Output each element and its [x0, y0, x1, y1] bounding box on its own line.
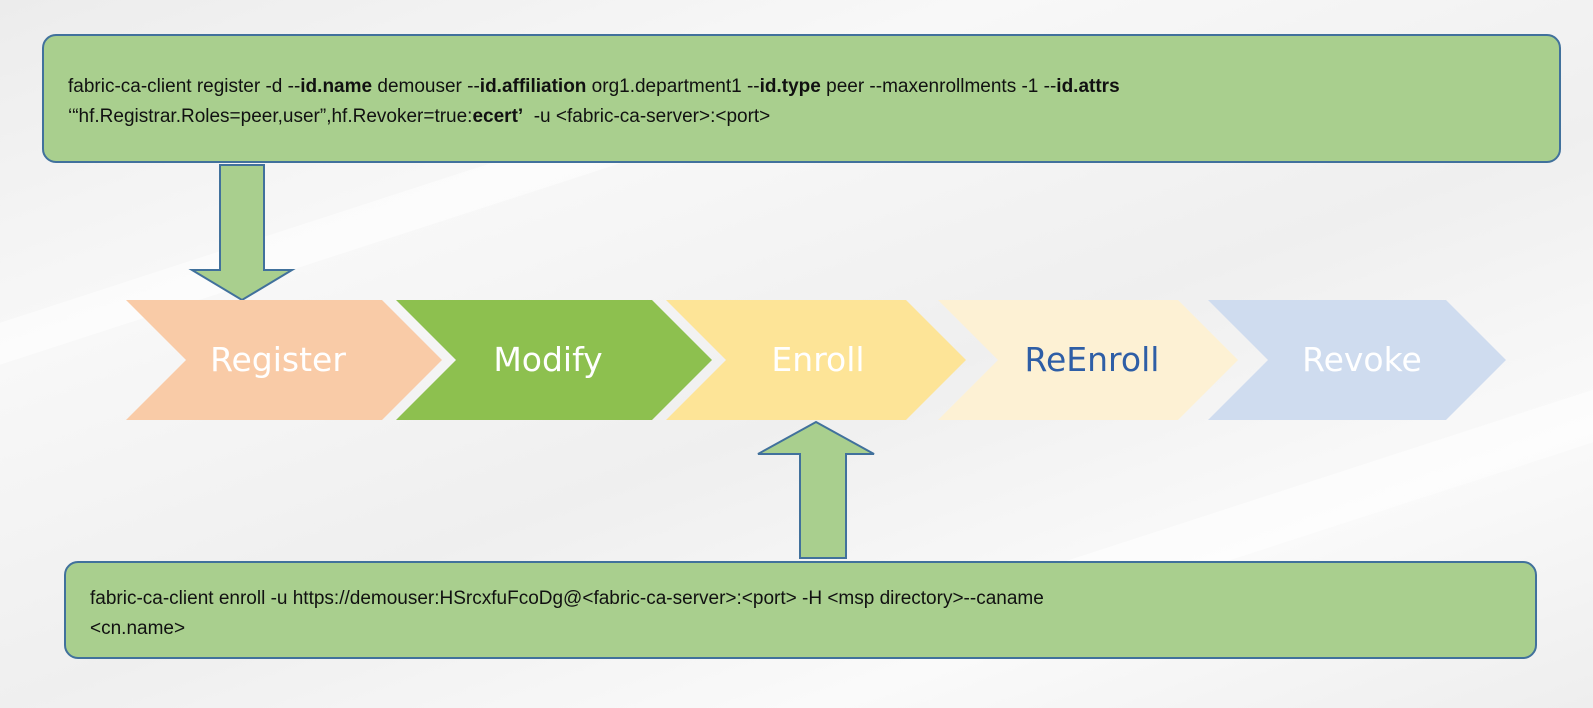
chevron-enroll	[666, 300, 966, 420]
register-command-line-1: fabric-ca-client register -d --id.name d…	[68, 72, 1535, 102]
command-text: peer --maxenrollments -1 --	[820, 76, 1057, 97]
register-command-box: fabric-ca-client register -d --id.name d…	[42, 34, 1561, 163]
down-arrow-icon	[188, 164, 296, 302]
register-command-line-2: ‘“hf.Registrar.Roles=peer,user”,hf.Revok…	[68, 102, 1535, 132]
command-flag: id.attrs	[1056, 76, 1120, 97]
command-text: -u <fabric-ca-server>:<port>	[523, 106, 771, 127]
step-label-register: Register	[210, 340, 346, 379]
command-flag: id.name	[300, 76, 373, 97]
step-chevrons: Register Modify Enroll ReEnroll Revoke	[126, 300, 1506, 420]
enroll-command-line-1: fabric-ca-client enroll -u https://demou…	[90, 588, 1044, 609]
enroll-command-box: fabric-ca-client enroll -u https://demou…	[64, 561, 1537, 659]
up-arrow-icon	[757, 420, 875, 559]
enroll-command-line-2: <cn.name>	[90, 618, 186, 639]
step-label-reenroll: ReEnroll	[1025, 340, 1160, 379]
command-text: ‘“hf.Registrar.Roles=peer,user”,hf.Revok…	[68, 106, 473, 127]
command-text: fabric-ca-client register -d --	[68, 76, 301, 97]
command-text: org1.department1 --	[586, 76, 760, 97]
command-flag: id.affiliation	[479, 76, 587, 97]
command-text: demouser --	[372, 76, 480, 97]
command-flag: id.type	[759, 76, 821, 97]
chevron-reenroll	[938, 300, 1238, 420]
command-flag: ecert’	[472, 106, 524, 127]
chevron-revoke	[1208, 300, 1506, 420]
step-label-modify: Modify	[493, 340, 602, 379]
chevron-modify	[396, 300, 712, 420]
step-label-enroll: Enroll	[771, 340, 864, 379]
step-label-revoke: Revoke	[1302, 340, 1422, 379]
chevron-register	[126, 300, 442, 420]
